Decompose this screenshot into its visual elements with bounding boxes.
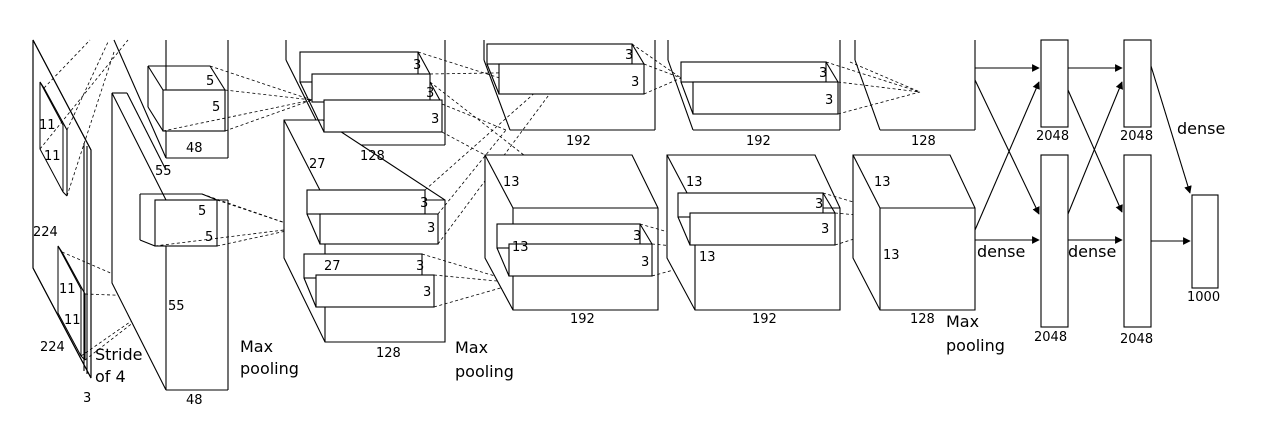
- conv2-kernel-bottom-d: 3: [423, 285, 431, 300]
- input-size-label: 224: [33, 225, 58, 240]
- fc7-lower-layer: [1123, 154, 1152, 328]
- input-size-bottom-label: 224: [40, 340, 65, 355]
- conv2-depth-bottom-label: 128: [376, 346, 401, 361]
- conv2-kernel-upper: [299, 51, 443, 133]
- conv3-kernel-top-b: 3: [631, 75, 639, 90]
- conv1-spatial-label: 55: [155, 164, 172, 179]
- dense-label-2: dense: [1068, 242, 1116, 261]
- conv5-lower-volume: [852, 154, 976, 311]
- conv4-kernel-bottom-b: 3: [821, 222, 829, 237]
- input-kernel-label-d: 11: [64, 313, 81, 328]
- conv1-kernel-upper: [147, 65, 226, 132]
- dense-label-3: dense: [1177, 119, 1225, 138]
- output-layer: [1191, 194, 1219, 289]
- input-kernel-label-c: 11: [59, 282, 76, 297]
- conv1-depth-bottom-label: 48: [186, 393, 203, 408]
- stride-label-line2: of 4: [95, 367, 126, 386]
- conv5-spatial-label: 13: [874, 175, 891, 190]
- max-pooling-1-line1: Max: [240, 337, 273, 356]
- conv2-kernel-bottom-a: 3: [420, 196, 428, 211]
- max-pooling-2-line2: pooling: [455, 362, 514, 381]
- conv3-depth-bottom-label: 192: [570, 312, 595, 327]
- conv3-spatial-mid-label: 13: [512, 240, 529, 255]
- fc6-bottom-size-label: 2048: [1034, 330, 1067, 345]
- conv1-kernel-lower: [139, 193, 218, 247]
- conv2-kernel-bottom-b: 3: [427, 221, 435, 236]
- conv3-kernel-top-a: 3: [625, 48, 633, 63]
- dense-label-1: dense: [977, 242, 1025, 261]
- conv2-spatial-label: 27: [309, 157, 326, 172]
- conv4-depth-top-label: 192: [746, 134, 771, 149]
- stride-label-line1: Stride: [95, 345, 142, 364]
- fc6-lower-layer: [1040, 154, 1069, 328]
- output-size-label: 1000: [1187, 290, 1220, 305]
- input-kernel-label-b: 11: [44, 149, 61, 164]
- conv3-upper-volume: [483, 40, 656, 131]
- input-kernel-upper: [39, 81, 68, 197]
- conv5-depth-top-label: 128: [911, 134, 936, 149]
- conv2-kernel-top-c: 3: [431, 112, 439, 127]
- fc7-bottom-size-label: 2048: [1120, 332, 1153, 347]
- conv2-kernel-top-a: 3: [413, 58, 421, 73]
- conv5-upper-volume: [854, 40, 976, 131]
- fc6-top-size-label: 2048: [1036, 129, 1069, 144]
- fc-connection-arrows: [974, 64, 1192, 245]
- conv5-depth-bottom-label: 128: [910, 312, 935, 327]
- conv4-lower-kernel: [677, 192, 836, 246]
- input-channels-label: 3: [83, 391, 91, 406]
- conv5-spatial-mid-label: 13: [883, 248, 900, 263]
- conv1-spatial-mid-label: 55: [168, 299, 185, 314]
- conv1-kernel-bottom-a: 5: [198, 204, 206, 219]
- conv3-kernel-bottom-b: 3: [641, 255, 649, 270]
- max-pooling-3-line1: Max: [946, 312, 979, 331]
- conv1-kernel-bottom-b: 5: [205, 230, 213, 245]
- conv4-kernel-bottom-a: 3: [815, 197, 823, 212]
- conv4-spatial-mid-label: 13: [699, 250, 716, 265]
- input-kernel-label-a: 11: [39, 118, 56, 133]
- max-pooling-3-line2: pooling: [946, 336, 1005, 355]
- conv3-spatial-label: 13: [503, 175, 520, 190]
- conv1-depth-top-label: 48: [186, 141, 203, 156]
- conv2-kernel-lower: [303, 189, 439, 308]
- conv2-kernel-top-b: 3: [426, 86, 434, 101]
- conv4-upper-volume: [667, 40, 841, 131]
- conv4-kernel-top-b: 3: [825, 93, 833, 108]
- fc7-upper-layer: [1123, 39, 1152, 128]
- conv4-upper-kernel: [680, 61, 839, 115]
- max-pooling-2-line1: Max: [455, 338, 488, 357]
- conv1-kernel-top-b: 5: [212, 100, 220, 115]
- conv3-kernel-bottom-a: 3: [633, 229, 641, 244]
- conv4-spatial-label: 13: [686, 175, 703, 190]
- conv2-depth-top-label: 128: [360, 149, 385, 164]
- conv3-depth-top-label: 192: [566, 134, 591, 149]
- conv4-depth-bottom-label: 192: [752, 312, 777, 327]
- fc7-top-size-label: 2048: [1120, 129, 1153, 144]
- conv1-lower-volume: [111, 92, 229, 391]
- max-pooling-1-line2: pooling: [240, 359, 299, 378]
- conv3-lower-kernel: [496, 223, 653, 277]
- fc6-upper-layer: [1040, 39, 1069, 128]
- conv4-kernel-top-a: 3: [819, 66, 827, 81]
- conv2-kernel-bottom-c: 3: [416, 259, 424, 274]
- conv3-upper-kernel: [486, 43, 645, 95]
- conv1-kernel-top-a: 5: [206, 74, 214, 89]
- conv2-spatial-mid-label: 27: [324, 259, 341, 274]
